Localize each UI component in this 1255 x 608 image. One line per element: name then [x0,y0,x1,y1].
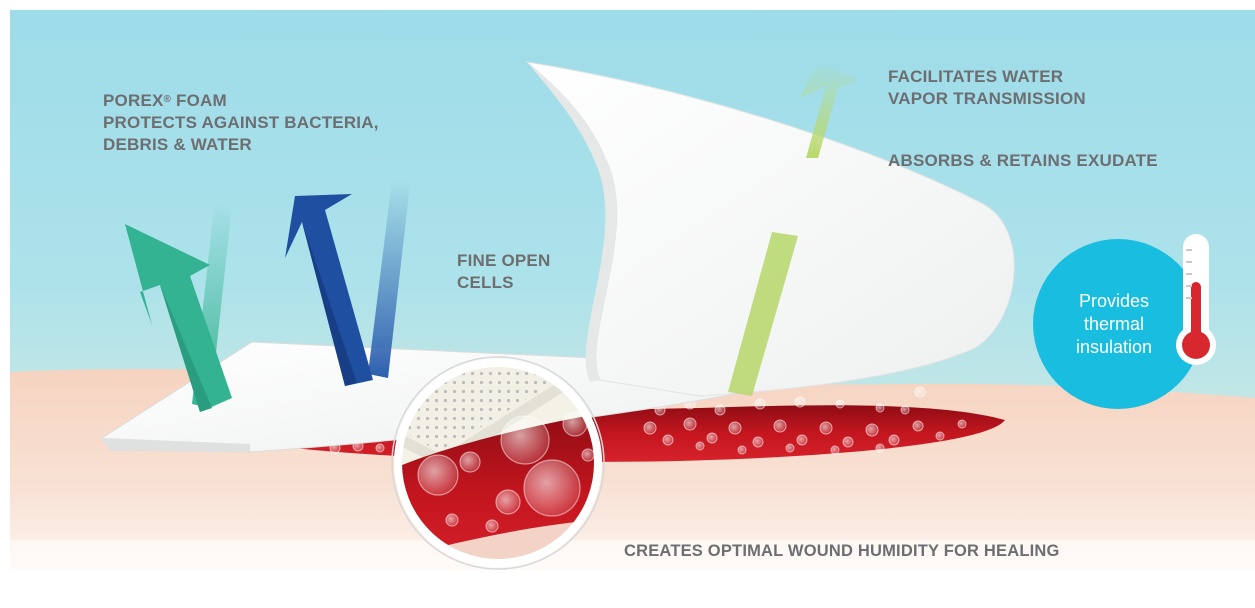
registered-mark: ® [164,94,172,105]
thermal-line-2: thermal [1052,313,1176,336]
vapor-line-1: FACILITATES WATER [888,66,1086,88]
vapor-line-2: VAPOR TRANSMISSION [888,88,1086,110]
thermal-insulation-label: Provides thermal insulation [1052,290,1176,359]
foam-suffix: FOAM [171,91,227,110]
fine-open-cells-label: FINE OPEN CELLS [457,250,550,294]
cells-line-2: CELLS [457,272,550,294]
thermal-line-1: Provides [1052,290,1176,313]
wound-humidity-label: CREATES OPTIMAL WOUND HUMIDITY FOR HEALI… [624,540,1060,562]
foam-brand: POREX [103,91,164,110]
foam-line-2: PROTECTS AGAINST BACTERIA, [103,112,379,134]
exudate-label: ABSORBS & RETAINS EXUDATE [888,150,1158,172]
foam-line-3: DEBRIS & WATER [103,134,379,156]
thermal-line-3: insulation [1052,336,1176,359]
foam-protection-label: POREX® FOAM PROTECTS AGAINST BACTERIA, D… [103,90,379,156]
vapor-transmission-label: FACILITATES WATER VAPOR TRANSMISSION [888,66,1086,110]
cells-line-1: FINE OPEN [457,250,550,272]
foam-title: POREX® FOAM [103,90,379,112]
